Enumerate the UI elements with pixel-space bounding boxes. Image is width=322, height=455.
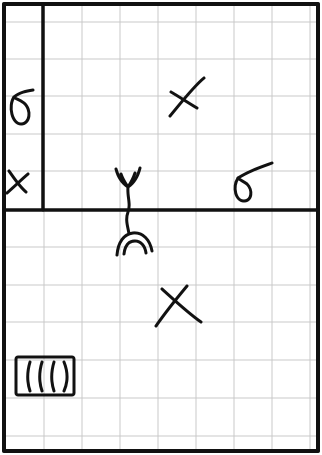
x-mark-left (7, 171, 28, 193)
sigma-mark-upper (235, 163, 272, 201)
x-mark-upper (170, 78, 204, 116)
sigma-mark-left (11, 90, 33, 124)
striped-box-glyph (16, 357, 74, 395)
x-mark-lower (156, 286, 201, 326)
